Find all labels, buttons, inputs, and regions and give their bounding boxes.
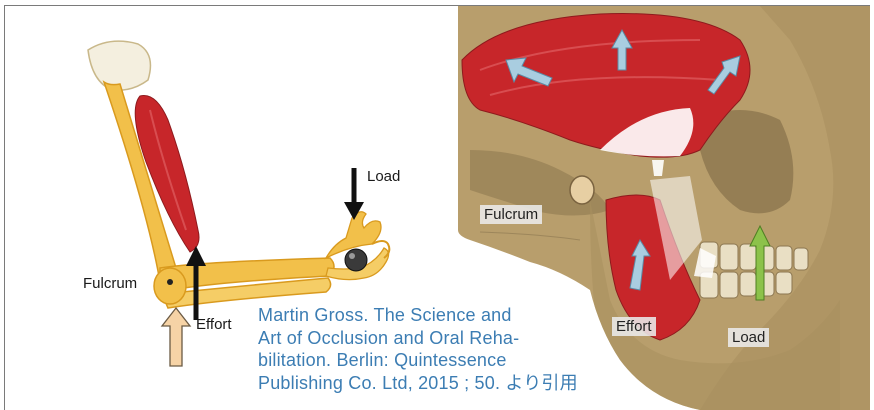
citation-text: Martin Gross. The Science and Art of Occ… (258, 304, 598, 394)
citation-line: Martin Gross. The Science and (258, 304, 598, 327)
arm-load-label: Load (367, 169, 400, 184)
citation-line: Publishing Co. Ltd, 2015 ; 50. より引用 (258, 372, 598, 395)
skull-effort-label: Effort (612, 317, 656, 336)
citation-line: bilitation. Berlin: Quintessence (258, 349, 598, 372)
skull-load-label: Load (728, 328, 769, 347)
condyle (570, 176, 594, 204)
arm-effort-label: Effort (196, 317, 232, 332)
citation-line: Art of Occlusion and Oral Reha- (258, 327, 598, 350)
skull-fulcrum-label: Fulcrum (480, 205, 542, 224)
arm-fulcrum-label: Fulcrum (83, 276, 137, 291)
